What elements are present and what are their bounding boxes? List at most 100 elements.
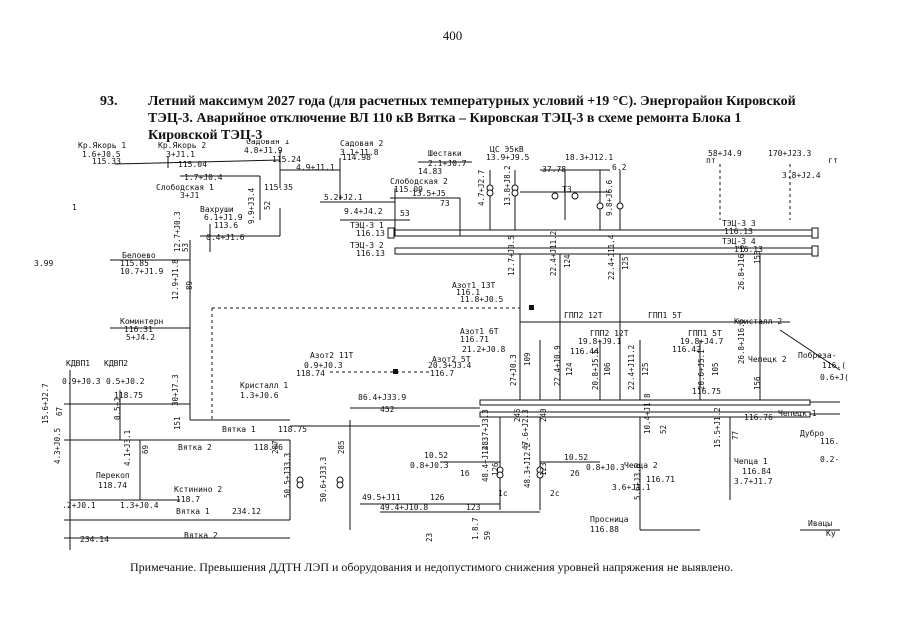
diagram-vertical-label: 285: [337, 440, 346, 454]
diagram-label: Коминтерн: [120, 317, 164, 326]
note: Примечание. Превышения ДДТН ЛЭП и оборуд…: [130, 560, 734, 574]
diagram-label: 115.85: [120, 259, 149, 268]
diagram-vertical-label: 0.5+J: [113, 397, 122, 420]
diagram-label: 2с: [550, 489, 560, 498]
transformer-symbol: [551, 192, 559, 200]
diagram-label: 116.75: [692, 387, 721, 396]
diagram-label: ТЭЦ-3 1: [350, 221, 384, 230]
diagram-label: 2.1+J0.7: [428, 159, 467, 168]
diagram-label: 9.4+J4.2: [344, 207, 383, 216]
diagram-label: 3+J1: [180, 191, 199, 200]
diagram-label: 5.2+J2.1: [324, 193, 363, 202]
open-breaker: [529, 305, 534, 310]
diagram-label: Садовая 1: [246, 140, 290, 146]
breaker-symbol: [811, 245, 819, 257]
diagram-vertical-label: 48.4+J12.3: [481, 437, 490, 482]
heading-number: 93.: [100, 94, 118, 109]
diagram-label: 234.14: [80, 535, 109, 544]
diagram-label: 116.84: [742, 467, 771, 476]
diagram-label: 118.75: [278, 425, 307, 434]
diagram-label: 0.8+J0.3: [586, 463, 625, 472]
diagram-label: 115.04: [178, 160, 207, 169]
diagram-label: 116.31: [124, 325, 153, 334]
diagram-label: КДВП2: [104, 359, 128, 368]
heading-line-2: ТЭЦ-3. Аварийное отключение ВЛ 110 кВ Вя…: [148, 111, 742, 126]
diagram-label: 116.13: [356, 229, 385, 238]
diagram-label: 116.7: [430, 369, 454, 378]
side-mark: 1: [72, 203, 77, 212]
diagram-vertical-label: 156: [753, 376, 762, 390]
diagram-label: 116.13: [356, 249, 385, 258]
diagram-label: 18.3+J12.1: [565, 153, 613, 162]
transformer-symbol: [496, 471, 504, 479]
diagram-vertical-label: 4.3+J0.5: [53, 428, 62, 464]
diagram-label: 0.5+J0.2: [106, 377, 145, 386]
diagram-label: ТЭЦ-3 2: [350, 241, 384, 250]
diagram-label: 118.7: [176, 495, 200, 504]
diagram-vertical-label: 4.7+J2.7: [477, 170, 486, 206]
diagram-label: 20.3+J3.4: [428, 361, 472, 370]
diagram-vertical-label: 124: [565, 362, 574, 376]
diagram-label: 86.4+J33.9: [358, 393, 406, 402]
diagram-label: Чепца 2: [624, 461, 658, 470]
diagram-label: ГПП1 5Т: [688, 329, 722, 338]
diagram-vertical-label: 30+J7.3: [171, 374, 180, 406]
diagram-label: 49.5+J11: [362, 493, 401, 502]
diagram-label: 3.8+J2.4: [782, 171, 821, 180]
breaker-symbol: [811, 227, 819, 239]
diagram-label: Слободская 1: [156, 182, 214, 192]
diagram-label: Кстинино 2: [174, 485, 222, 494]
diagram-vertical-label: 23: [425, 533, 434, 542]
diagram-label: 49.4+J10.8: [380, 503, 428, 512]
diagram-label: 1с: [498, 489, 508, 498]
diagram-label: 123: [466, 503, 481, 512]
diagram-label: 37.78: [542, 165, 566, 174]
diagram-label: 3.99: [34, 259, 53, 268]
diagram-vertical-label: 69: [141, 445, 150, 454]
transformer-symbol: [536, 471, 544, 479]
diagram-vertical-label: 22.4+J11.2: [627, 345, 636, 390]
transformer-symbol: [596, 202, 604, 210]
diagram-label: 126: [430, 493, 445, 502]
diagram-label: 116.76: [744, 413, 773, 422]
diagram-label: Ку: [826, 529, 836, 538]
diagram-label: 10.52: [424, 451, 448, 460]
diagram-label: 0.9+J0.3: [62, 377, 101, 386]
diagram-label: ГПП2 12Т: [590, 329, 629, 338]
diagram-label: Кр.Якорь 1: [78, 141, 126, 150]
diagram-label: 3.6+J1.1: [612, 483, 651, 492]
diagram-vertical-label: 125: [621, 256, 630, 270]
diagram-label: 58+J4.9: [708, 149, 742, 158]
diagram-vertical-label: 151: [173, 416, 182, 430]
transformer-symbol: [336, 481, 344, 489]
diagram-label: Кристалл 2: [734, 317, 782, 326]
line: [779, 329, 841, 371]
diagram-label: Азот2 5Т: [432, 355, 471, 364]
diagram-vertical-label: 52: [263, 201, 272, 210]
diagram-label: 118.75: [114, 391, 143, 400]
diagram-vertical-label: 50.5+J33.3: [283, 453, 292, 498]
diagram-label: 1.3+J0.4: [120, 501, 159, 510]
diagram-vertical-label: 123: [539, 462, 548, 476]
diagram-vertical-label: 26.8+J16.6: [737, 244, 746, 290]
diagram-label: 11.8+J0.5: [460, 295, 504, 304]
diagram-label: 115.09: [394, 185, 423, 194]
diagram-label: 14.83: [418, 167, 442, 176]
diagram-vertical-label: 1.8.7: [471, 517, 480, 540]
diagram-label: 1.6+J0.5: [82, 150, 121, 159]
diagram-label: 1б: [460, 468, 470, 478]
diagram-label: ЦС Э5кВ: [490, 145, 524, 154]
diagram-vertical-label: 20.8+J5.5: [591, 349, 600, 390]
diagram-label: 1.3+J0.6: [240, 391, 279, 400]
diagram-label: 13.9+J9.5: [486, 153, 530, 162]
diagram-label: 10.52: [564, 453, 588, 462]
diagram-label: 116.88: [590, 525, 619, 534]
diagram-label: Вахруши: [200, 205, 234, 214]
diagram-vertical-label: 12.9+J1.8: [171, 259, 180, 300]
diagram-label: Азот1 13Т: [452, 281, 496, 290]
diagram-vertical-label: 9.8+J6.6: [605, 179, 614, 216]
diagram-label: 116.1: [456, 288, 480, 297]
diagram-label: 10.7+J1.9: [120, 267, 164, 276]
diagram-label: 0.4+J1.6: [206, 233, 245, 242]
diagram-vertical-label: 89: [185, 281, 194, 290]
